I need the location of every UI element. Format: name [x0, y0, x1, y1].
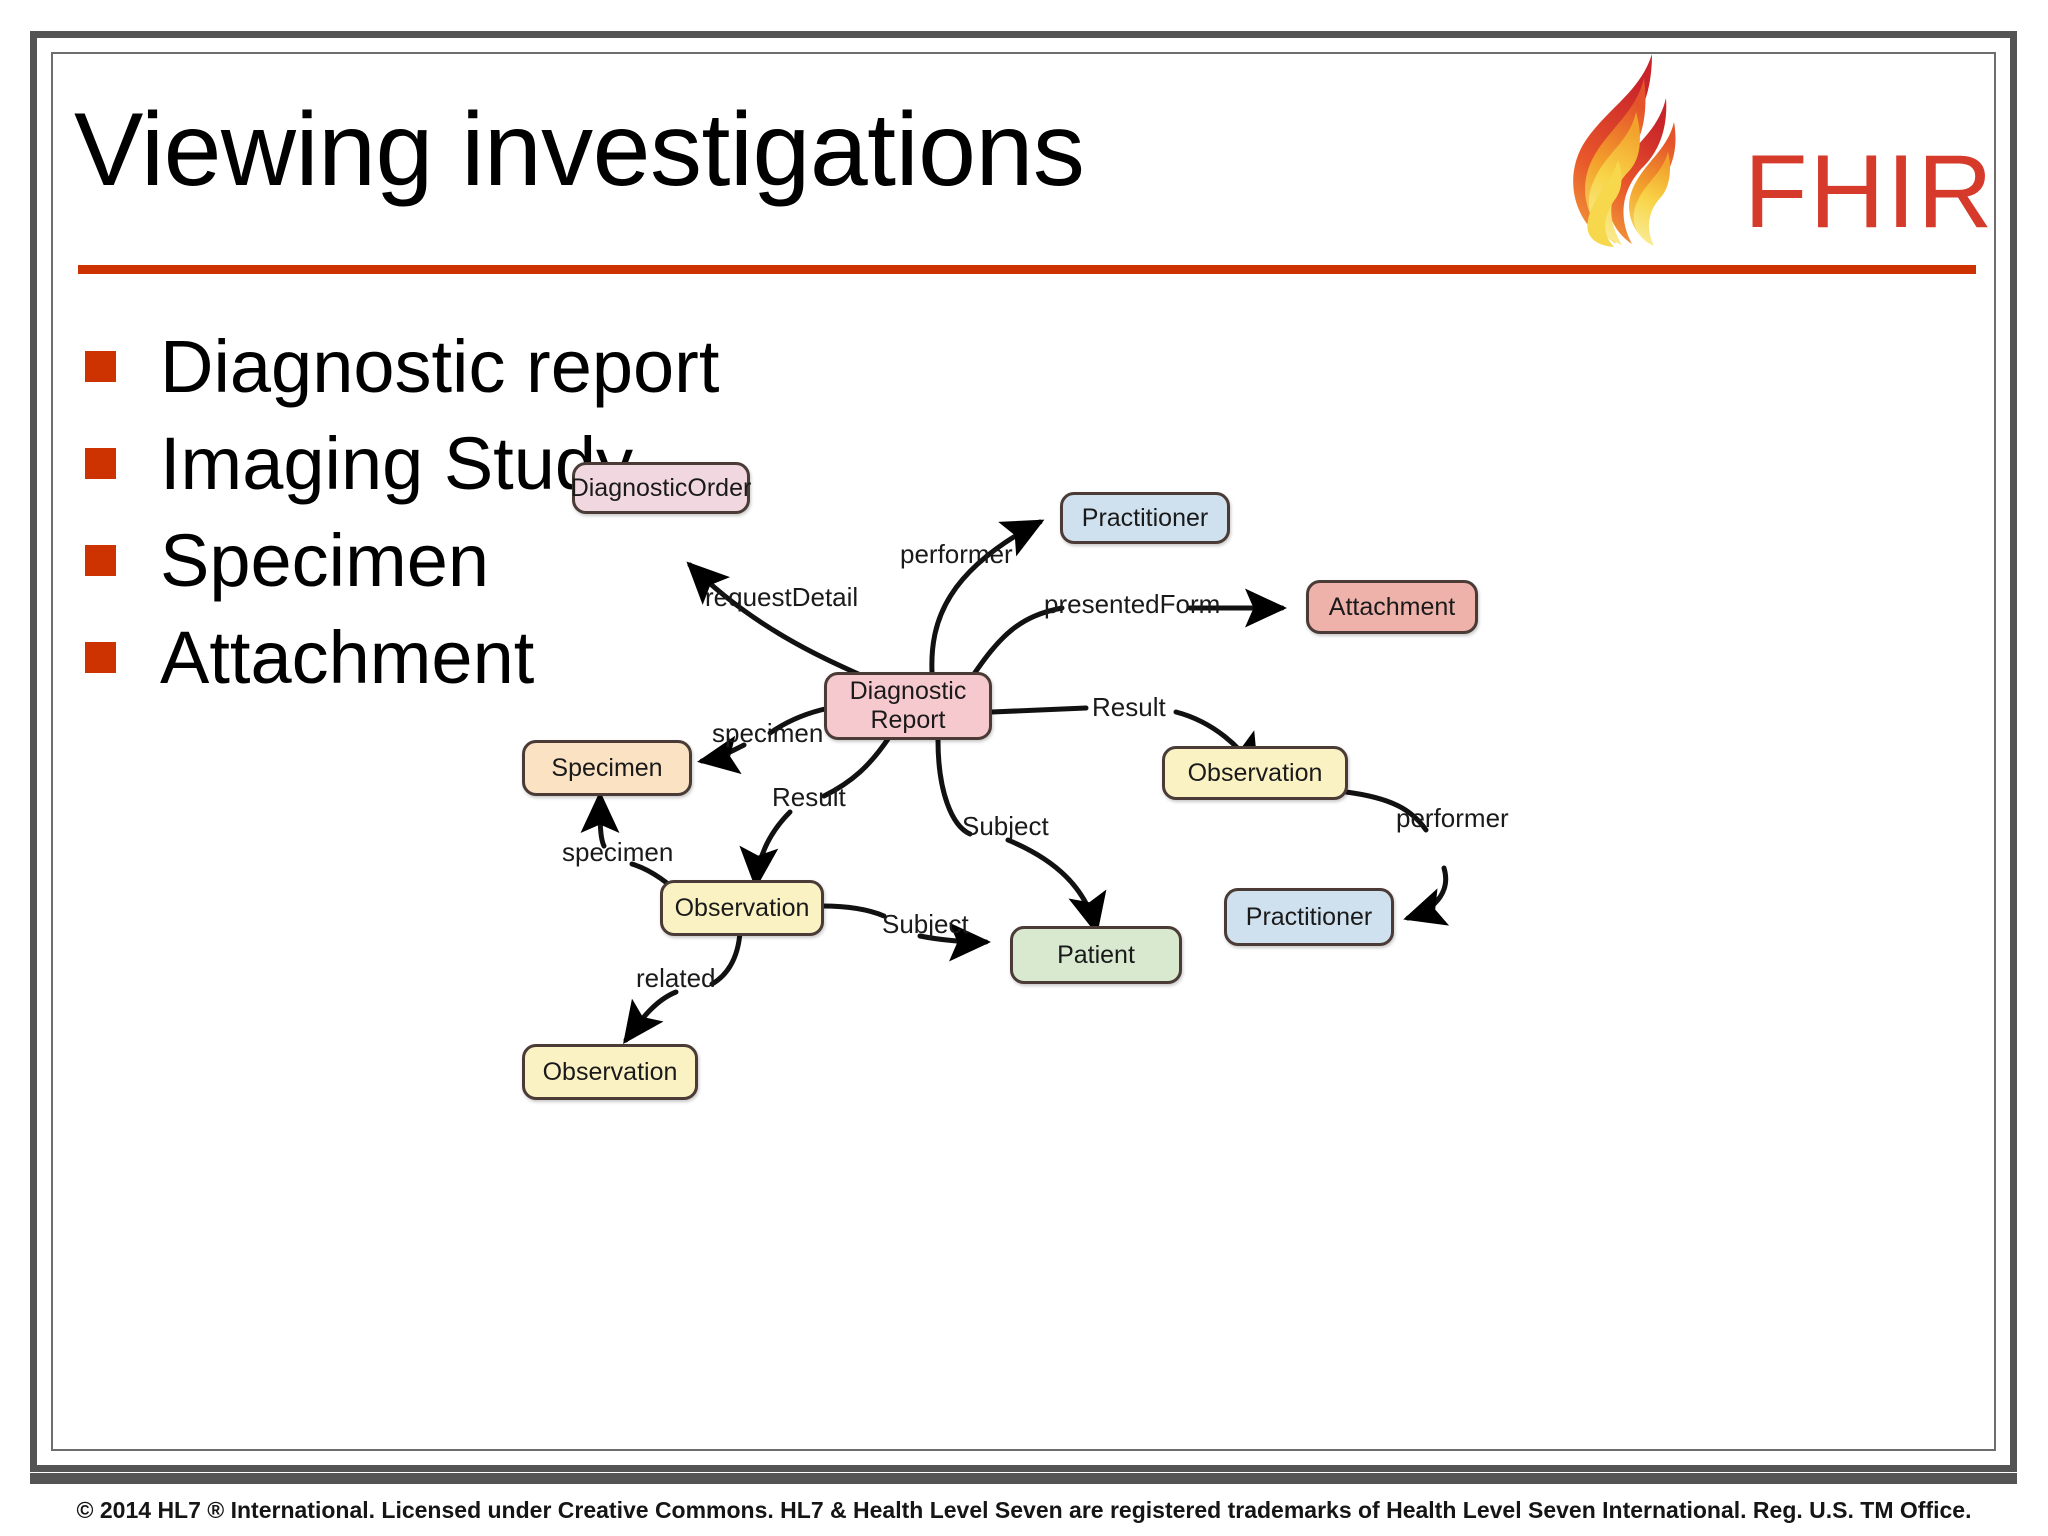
- edge-label-performer-bottom: performer: [1396, 803, 1509, 833]
- node-label-line1: Diagnostic: [849, 677, 967, 705]
- edge-label-result-mid: Result: [772, 782, 846, 812]
- edge-label-related: related: [636, 963, 716, 993]
- flame-icon: [1548, 48, 1738, 248]
- node-label: Attachment: [1328, 592, 1456, 621]
- list-item: Imaging Study: [85, 415, 845, 512]
- node-diagnosticreport[interactable]: Diagnostic Report: [824, 672, 992, 740]
- edge-label-request-detail: requestDetail: [705, 582, 859, 612]
- edge-label-performer-top: performer: [900, 539, 1013, 569]
- fhir-resource-diagram: DiagnosticOrder Practitioner Attachment …: [500, 440, 2000, 1120]
- bullet-list: Diagnostic report Imaging Study Specimen…: [85, 318, 845, 706]
- bullet-label: Imaging Study: [160, 421, 634, 505]
- node-label: Specimen: [551, 753, 663, 782]
- edge-label-subject-report: Subject: [962, 811, 1049, 841]
- list-item: Diagnostic report: [85, 318, 845, 415]
- footer-copyright: © 2014 HL7 ® International. Licensed und…: [76, 1497, 1972, 1523]
- edge-label-specimen-observation: specimen: [562, 837, 674, 867]
- bullet-label: Diagnostic report: [160, 324, 720, 408]
- fhir-wordmark: FHIR: [1744, 134, 1995, 250]
- node-label: Observation: [542, 1057, 678, 1086]
- title-divider: [78, 265, 1976, 274]
- node-label: Practitioner: [1081, 503, 1209, 532]
- list-item: Attachment: [85, 609, 845, 706]
- page-title: Viewing investigations: [74, 92, 1085, 208]
- bullet-square-icon: [85, 545, 116, 576]
- node-observation-bottom[interactable]: Observation: [522, 1044, 698, 1100]
- node-label: Patient: [1057, 940, 1135, 969]
- bullet-label: Specimen: [160, 518, 490, 602]
- edge-label-subject-observation: Subject: [882, 909, 969, 939]
- node-label: Observation: [1187, 758, 1323, 787]
- edge-label-specimen-report: specimen: [712, 718, 824, 748]
- node-label-line2: Report: [870, 706, 946, 734]
- node-label: DiagnosticOrder: [570, 473, 752, 502]
- node-specimen[interactable]: Specimen: [522, 740, 692, 796]
- node-practitioner-top[interactable]: Practitioner: [1060, 492, 1230, 544]
- node-label: Observation: [674, 893, 810, 922]
- footer-divider: [30, 1473, 2017, 1484]
- node-diagnosticorder[interactable]: DiagnosticOrder: [570, 462, 752, 514]
- node-practitioner-bottom[interactable]: Practitioner: [1224, 888, 1394, 946]
- bullet-label: Attachment: [160, 615, 535, 699]
- node-observation-mid[interactable]: Observation: [660, 880, 824, 936]
- node-attachment[interactable]: Attachment: [1306, 580, 1478, 634]
- edge-label-presented-form: presentedForm: [1044, 589, 1221, 619]
- node-patient[interactable]: Patient: [1010, 926, 1182, 984]
- node-observation-right[interactable]: Observation: [1162, 746, 1348, 800]
- node-label: Practitioner: [1245, 902, 1373, 931]
- fhir-logo: FHIR: [1548, 48, 1993, 248]
- bullet-square-icon: [85, 351, 116, 382]
- edge-label-result-right: Result: [1092, 692, 1166, 722]
- list-item: Specimen: [85, 512, 845, 609]
- slide-inner-frame: [51, 52, 1996, 1451]
- bullet-square-icon: [85, 448, 116, 479]
- bullet-square-icon: [85, 642, 116, 673]
